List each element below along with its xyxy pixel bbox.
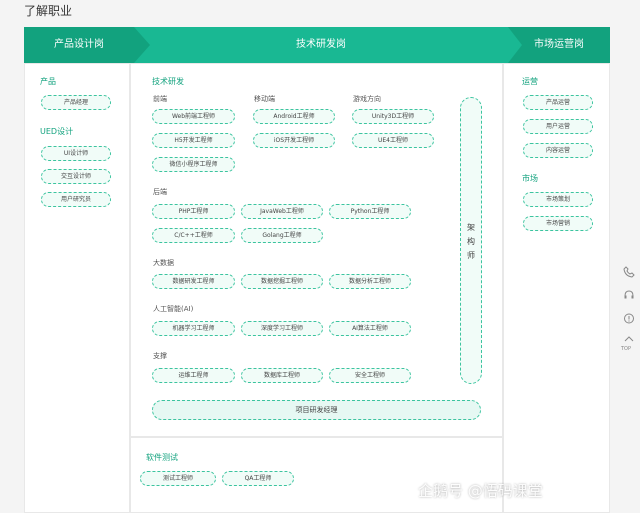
job-pill[interactable]: 深度学习工程师	[241, 321, 323, 336]
marketing-ops-panel	[503, 63, 610, 513]
job-pill[interactable]: JavaWeb工程师	[241, 204, 323, 219]
product-design-panel	[24, 63, 130, 513]
job-pill[interactable]: Unity3D工程师	[352, 109, 434, 124]
phone-icon[interactable]	[622, 266, 636, 280]
job-pill[interactable]: Android工程师	[253, 109, 335, 124]
page-title: 了解职业	[24, 4, 73, 18]
job-pill[interactable]: 测试工程师	[140, 471, 216, 486]
headset-icon[interactable]	[622, 289, 636, 303]
section-title-tech: 技术研发	[152, 77, 184, 86]
job-pill[interactable]: 机器学习工程师	[152, 321, 235, 336]
job-pill[interactable]: Golang工程师	[241, 228, 323, 243]
back-to-top-label[interactable]: TOP	[621, 346, 632, 352]
job-pill[interactable]: iOS开发工程师	[253, 133, 335, 148]
job-pill[interactable]: 用户运营	[523, 119, 593, 134]
subsection-title-mobile: 移动端	[254, 95, 275, 103]
job-pill[interactable]: H5开发工程师	[152, 133, 235, 148]
job-pill[interactable]: 数据挖掘工程师	[241, 274, 323, 289]
job-pill[interactable]: 运维工程师	[152, 368, 235, 383]
job-pill[interactable]: 产品运营	[523, 95, 593, 110]
job-pill[interactable]: AI算法工程师	[329, 321, 411, 336]
job-pill[interactable]: C/C++工程师	[152, 228, 235, 243]
job-pill[interactable]: QA工程师	[222, 471, 294, 486]
subsection-title-game: 游戏方向	[353, 95, 381, 103]
job-pill[interactable]: 安全工程师	[329, 368, 411, 383]
job-pill[interactable]: UE4工程师	[352, 133, 434, 148]
subsection-title-bigdata: 大数据	[153, 259, 174, 267]
project-manager-pill[interactable]: 项目研发经理	[152, 400, 481, 420]
header-arrow	[508, 27, 522, 63]
job-pill[interactable]: UI设计师	[41, 146, 111, 161]
section-title-product: 产品	[40, 77, 56, 86]
architect-pill[interactable]: 架构师	[460, 97, 482, 384]
job-pill[interactable]: 交互设计师	[41, 169, 111, 184]
job-pill[interactable]: 用户研究员	[41, 192, 111, 207]
architect-label: 架构师	[467, 223, 475, 260]
chat-icon[interactable]	[622, 313, 636, 327]
tab-tech-rd[interactable]: 技术研发岗	[134, 27, 508, 63]
job-pill[interactable]: 微信小程序工程师	[152, 157, 235, 172]
header-arrow	[134, 27, 150, 63]
job-pill[interactable]: PHP工程师	[152, 204, 235, 219]
section-title-testing: 软件测试	[146, 453, 178, 462]
job-pill[interactable]: Web前端工程师	[152, 109, 235, 124]
watermark: 企鹅号 @悟码课堂	[418, 482, 543, 500]
subsection-title-support: 支撑	[153, 352, 167, 360]
job-pill[interactable]: 数据研发工程师	[152, 274, 235, 289]
category-header: 产品设计岗 技术研发岗 市场运营岗	[24, 27, 610, 63]
job-pill[interactable]: 数据分析工程师	[329, 274, 411, 289]
section-title-ued: UED设计	[40, 127, 74, 136]
subsection-title-ai: 人工智能(AI)	[153, 305, 194, 313]
job-pill[interactable]: 产品经理	[41, 95, 111, 110]
tab-marketing-ops[interactable]: 市场运营岗	[508, 27, 610, 63]
job-pill[interactable]: 内容运营	[523, 143, 593, 158]
tab-product-design[interactable]: 产品设计岗	[24, 27, 134, 63]
section-title-market: 市场	[522, 174, 538, 183]
job-pill[interactable]: Python工程师	[329, 204, 411, 219]
chevron-up-icon[interactable]	[622, 334, 636, 348]
job-pill[interactable]: 市场营销	[523, 216, 593, 231]
subsection-title-backend: 后端	[153, 188, 167, 196]
subsection-title-frontend: 前端	[153, 95, 167, 103]
job-pill[interactable]: 市场策划	[523, 192, 593, 207]
section-title-ops: 运营	[522, 77, 538, 86]
job-pill[interactable]: 数据库工程师	[241, 368, 323, 383]
